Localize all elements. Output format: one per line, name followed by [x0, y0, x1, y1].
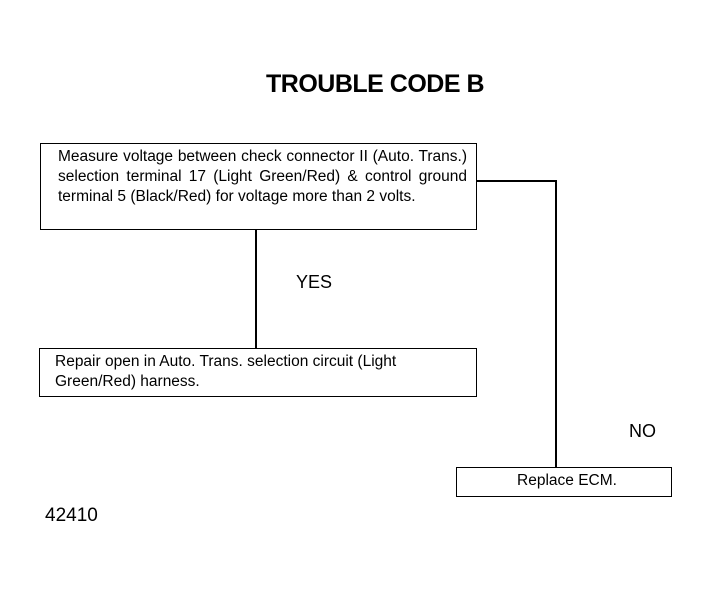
repair-harness-text: Repair open in Auto. Trans. selection ci…	[55, 353, 397, 390]
repair-harness-step: Repair open in Auto. Trans. selection ci…	[39, 348, 477, 397]
diagram-title: TROUBLE CODE B	[266, 70, 485, 98]
measure-voltage-text: Measure voltage between check connector …	[58, 148, 467, 205]
yes-branch-label: YES	[296, 272, 333, 292]
measure-voltage-step: Measure voltage between check connector …	[40, 143, 477, 230]
no-connector-horizontal	[477, 180, 557, 182]
replace-ecm-step: Replace ECM.	[456, 467, 672, 497]
yes-connector-line	[255, 230, 257, 348]
replace-ecm-text: Replace ECM.	[517, 472, 617, 489]
no-branch-label: NO	[629, 421, 656, 441]
figure-number: 42410	[45, 505, 98, 526]
no-connector-vertical	[555, 180, 557, 467]
